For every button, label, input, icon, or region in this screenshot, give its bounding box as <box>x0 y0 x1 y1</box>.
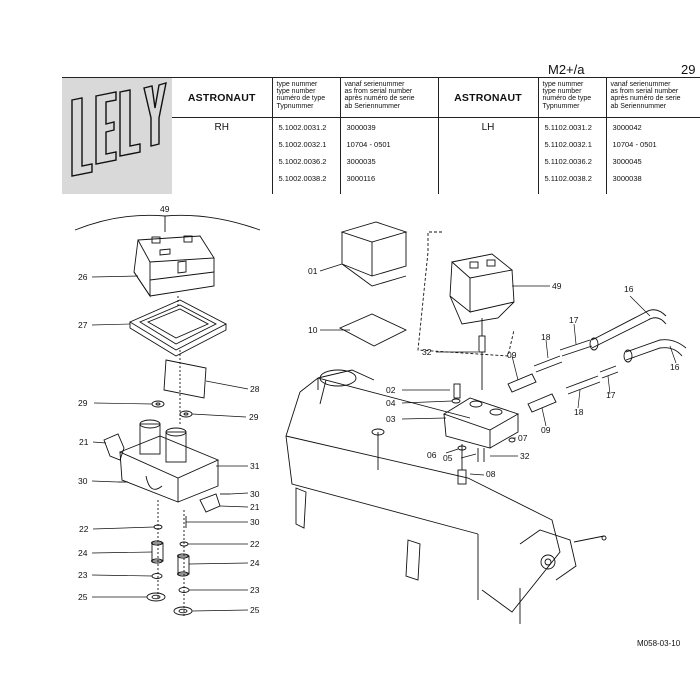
callout-26: 26 <box>78 272 88 282</box>
callout-02: 02 <box>386 385 396 395</box>
callout-18-lower: 18 <box>574 407 584 417</box>
lely-logo <box>62 78 172 194</box>
callout-49-right: 49 <box>552 281 562 291</box>
callout-10: 10 <box>308 325 318 335</box>
cover-gasket <box>129 299 227 357</box>
robot-arm-frame <box>285 369 607 624</box>
callout-22-right: 22 <box>250 539 260 549</box>
cylinders-and-rings <box>146 524 193 616</box>
leader-lines <box>91 263 677 612</box>
callout-30-upper: 30 <box>250 489 260 499</box>
callout-08: 08 <box>486 469 496 479</box>
side-left: RH <box>214 122 229 133</box>
cover-cap <box>340 221 408 287</box>
sensor-cover-housing <box>133 235 215 298</box>
callout-30-left: 30 <box>78 476 88 486</box>
gasket-plate <box>163 359 207 399</box>
left-assembly-bracket <box>74 214 261 232</box>
callout-06: 06 <box>427 450 437 460</box>
callout-23-left: 23 <box>78 570 88 580</box>
callout-29-left: 29 <box>78 398 88 408</box>
callout-17-lower: 17 <box>606 390 616 400</box>
callout-07: 07 <box>518 433 528 443</box>
callout-28: 28 <box>250 384 260 394</box>
model-name-left: ASTRONAUT <box>172 78 272 118</box>
callout-21-lower: 21 <box>250 502 260 512</box>
callout-24-right: 24 <box>250 558 260 568</box>
manifold-block <box>442 383 520 449</box>
dashed-boundary <box>417 231 515 357</box>
callout-31: 31 <box>250 461 260 471</box>
drawing-reference-code: M058-03-10 <box>637 639 681 648</box>
side-right: LH <box>437 117 538 194</box>
callout-18-upper: 18 <box>541 332 551 342</box>
seal-plate <box>338 313 408 347</box>
washers <box>151 400 193 418</box>
callout-22-left: 22 <box>79 524 89 534</box>
callout-16-upper: 16 <box>624 284 634 294</box>
page-reference: M2+/a <box>548 62 585 77</box>
page-number: 29 <box>681 62 696 77</box>
callout-03: 03 <box>386 414 396 424</box>
probe-pin <box>478 318 486 390</box>
left-center-lines <box>157 296 185 616</box>
left-screws <box>118 481 230 528</box>
callout-49-left: 49 <box>160 204 170 214</box>
callout-21-upper: 21 <box>79 437 89 447</box>
callout-05: 05 <box>443 453 453 463</box>
callout-16-lower: 16 <box>670 362 680 372</box>
callout-32-lower: 32 <box>520 451 530 461</box>
callout-29-right: 29 <box>249 412 259 422</box>
header-rule <box>62 77 700 78</box>
tubes-and-hoses <box>533 309 687 395</box>
callout-25-left: 25 <box>78 592 88 602</box>
callout-30-lower: 30 <box>250 517 260 527</box>
exploded-parts-diagram: 49 26 27 28 29 29 21 31 30 30 21 30 22 2… <box>74 204 687 624</box>
callout-01: 01 <box>308 266 318 276</box>
callout-17-upper: 17 <box>569 315 579 325</box>
callout-04: 04 <box>386 398 396 408</box>
callout-32-upper: 32 <box>422 347 432 357</box>
callout-24-left: 24 <box>78 548 88 558</box>
model-name-right: ASTRONAUT <box>437 78 538 118</box>
connectors <box>507 373 557 413</box>
callout-27: 27 <box>78 320 88 330</box>
sensor-module <box>449 253 515 325</box>
callout-09-lower: 09 <box>541 425 551 435</box>
callout-09-upper: 09 <box>507 350 517 360</box>
callout-23-right: 23 <box>250 585 260 595</box>
callout-25-right: 25 <box>250 605 260 615</box>
small-fittings <box>451 398 516 485</box>
logo-letters <box>71 82 167 177</box>
sensor-base-assembly <box>118 419 220 503</box>
